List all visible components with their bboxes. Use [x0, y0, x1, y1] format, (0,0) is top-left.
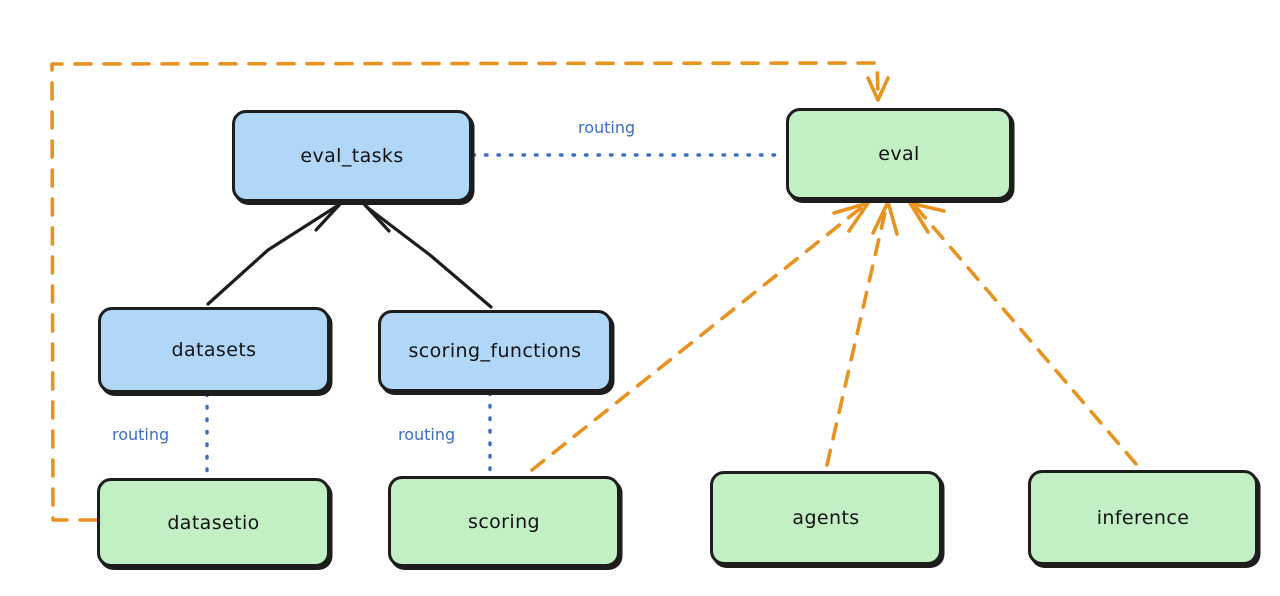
node-inference[interactable]: inference: [1028, 470, 1258, 565]
edge-datasets-to-eval_tasks: [206, 197, 343, 306]
node-label: eval_tasks: [300, 145, 404, 167]
node-eval-tasks[interactable]: eval_tasks: [232, 110, 472, 202]
node-label: inference: [1096, 506, 1190, 529]
node-label: scoring: [468, 510, 540, 533]
node-scoring[interactable]: scoring: [388, 476, 620, 567]
edge-label-routing-scoring-functions-scoring: routing: [398, 425, 456, 444]
node-label: datasets: [171, 339, 257, 361]
node-agents[interactable]: agents: [710, 471, 942, 565]
edge-label-routing-datasets-datasetio: routing: [112, 425, 170, 444]
node-datasets[interactable]: datasets: [98, 307, 330, 393]
edge-scoring_functions-to-eval_tasks: [362, 199, 493, 309]
node-eval[interactable]: eval: [786, 108, 1012, 200]
node-datasetio[interactable]: datasetio: [97, 478, 330, 567]
node-label: datasetio: [167, 511, 260, 534]
node-label: eval: [878, 143, 920, 165]
node-label: agents: [792, 507, 860, 529]
node-scoring-functions[interactable]: scoring_functions: [378, 310, 612, 392]
node-label: scoring_functions: [408, 340, 582, 362]
edge-inference-to-eval: [908, 201, 1138, 466]
edge-label-routing-eval-tasks-eval: routing: [578, 118, 636, 137]
edge-agents-to-eval: [825, 200, 899, 467]
